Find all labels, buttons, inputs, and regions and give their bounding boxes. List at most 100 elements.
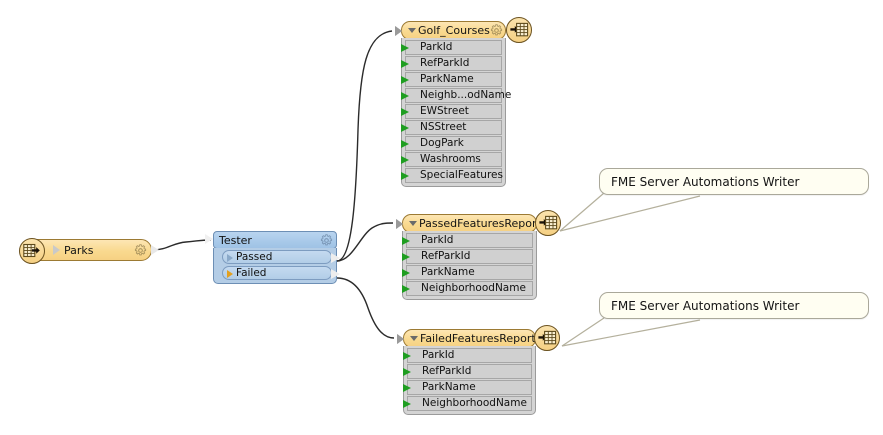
attribute-port-icon xyxy=(403,368,411,376)
attribute-port-icon xyxy=(401,76,409,84)
attribute-label: ParkName xyxy=(422,381,476,394)
writer-table-icon[interactable] xyxy=(506,17,532,43)
attribute-port-icon xyxy=(401,172,409,180)
attribute-label: NSStreet xyxy=(420,121,467,134)
attribute-row[interactable]: NeighborhoodName xyxy=(403,396,532,411)
input-arrow-icon xyxy=(397,334,404,344)
leader-line-annotation-failed-tip xyxy=(561,317,605,347)
feature-type-header[interactable]: Golf_Courses xyxy=(395,21,506,40)
attribute-port-icon xyxy=(402,237,410,245)
attribute-label: ParkName xyxy=(420,73,474,86)
annotation-callout-failed[interactable]: FME Server Automations Writer xyxy=(599,292,869,319)
attribute-port-icon xyxy=(401,92,409,100)
attribute-row[interactable]: ParkId xyxy=(402,233,533,248)
attribute-label: DogPark xyxy=(420,137,464,150)
leader-line-annotation-failed xyxy=(561,319,701,347)
feature-type-node-passed-features-report[interactable]: PassedFeaturesReport ParkId xyxy=(396,210,561,300)
attribute-row[interactable]: ParkId xyxy=(403,348,532,363)
attribute-port-icon xyxy=(401,108,409,116)
attribute-label: ParkId xyxy=(421,234,454,247)
attribute-row[interactable]: NeighborhoodName xyxy=(402,281,533,296)
reader-table-icon xyxy=(19,238,45,264)
transformer-input-arrow-icon xyxy=(205,234,213,244)
port-output-arrow-icon xyxy=(331,253,340,263)
attribute-row[interactable]: Washrooms xyxy=(401,152,502,167)
port-output-arrow-icon xyxy=(331,269,340,279)
attribute-label: NeighborhoodName xyxy=(422,397,527,410)
gear-icon[interactable] xyxy=(134,243,147,257)
attribute-label: SpecialFeatures xyxy=(420,169,503,182)
attribute-label: Washrooms xyxy=(420,153,481,166)
wire-passed-to-passed-report xyxy=(336,222,394,262)
transformer-ports: Passed Failed xyxy=(213,248,340,284)
port-triangle-icon xyxy=(227,270,233,278)
attribute-row[interactable]: RefParkId xyxy=(402,249,533,264)
transformer-port-label: Failed xyxy=(236,266,267,279)
transformer-port-failed[interactable]: Failed xyxy=(222,266,340,280)
annotation-callout-passed[interactable]: FME Server Automations Writer xyxy=(599,168,869,195)
transformer-label: Tester xyxy=(219,233,252,247)
attribute-row[interactable]: ParkName xyxy=(403,380,532,395)
attribute-port-icon xyxy=(403,384,411,392)
feature-type-node-golf-courses[interactable]: Golf_Courses ParkId xyxy=(395,17,532,187)
wire-passed-to-golf-courses xyxy=(336,30,393,262)
transformer-header[interactable]: Tester xyxy=(205,231,337,249)
feature-type-label: PassedFeaturesReport xyxy=(419,217,541,230)
attribute-label: EWStreet xyxy=(420,105,469,118)
attribute-label: RefParkId xyxy=(422,365,472,378)
writer-table-icon[interactable] xyxy=(534,325,560,351)
attribute-list: ParkId RefParkId ParkName NeighborhoodNa… xyxy=(403,346,536,415)
caret-down-icon[interactable] xyxy=(409,221,417,226)
attribute-port-icon xyxy=(401,44,409,52)
caret-down-icon[interactable] xyxy=(408,28,416,33)
attribute-port-icon xyxy=(401,156,409,164)
attribute-row[interactable]: Neighb...odName xyxy=(401,88,511,103)
leader-line-annotation-passed-tip xyxy=(559,192,605,232)
attribute-row[interactable]: SpecialFeatures xyxy=(401,168,503,183)
attribute-row[interactable]: ParkName xyxy=(402,265,533,280)
attribute-label: RefParkId xyxy=(420,57,470,70)
annotation-text: FME Server Automations Writer xyxy=(611,174,800,189)
transformer-port-passed[interactable]: Passed xyxy=(222,250,340,264)
leader-line-annotation-passed xyxy=(559,195,701,232)
attribute-list: ParkId RefParkId ParkName Neighb...odNam… xyxy=(401,38,511,187)
feature-type-node-failed-features-report[interactable]: FailedFeaturesReport ParkId xyxy=(397,325,560,415)
attribute-row[interactable]: RefParkId xyxy=(401,56,502,71)
caret-down-icon[interactable] xyxy=(410,336,418,341)
gear-icon[interactable] xyxy=(320,233,333,247)
attribute-row[interactable]: ParkId xyxy=(401,40,502,55)
attribute-port-icon xyxy=(402,285,410,293)
wire-parks-to-tester xyxy=(151,239,212,251)
reader-node-parks[interactable]: Parks xyxy=(19,238,159,264)
output-arrow-icon xyxy=(151,245,159,255)
attribute-row[interactable]: EWStreet xyxy=(401,104,502,119)
attribute-list: ParkId RefParkId ParkName NeighborhoodNa… xyxy=(402,231,537,300)
attribute-port-icon xyxy=(402,269,410,277)
attribute-label: ParkId xyxy=(422,349,455,362)
attribute-label: RefParkId xyxy=(421,250,471,263)
attribute-label: ParkName xyxy=(421,266,475,279)
attribute-row[interactable]: ParkName xyxy=(401,72,502,87)
attribute-label: ParkId xyxy=(420,41,453,54)
attribute-row[interactable]: NSStreet xyxy=(401,120,502,135)
transformer-port-label: Passed xyxy=(236,250,273,263)
attribute-port-icon xyxy=(401,140,409,148)
attribute-row[interactable]: RefParkId xyxy=(403,364,532,379)
attribute-row[interactable]: DogPark xyxy=(401,136,502,151)
annotation-text: FME Server Automations Writer xyxy=(611,298,800,313)
wire-failed-to-failed-report xyxy=(336,277,395,339)
port-triangle-icon xyxy=(227,254,233,262)
transformer-node-tester[interactable]: Tester Passed Failed xyxy=(205,231,340,284)
attribute-port-icon xyxy=(401,60,409,68)
gear-icon[interactable] xyxy=(490,24,503,37)
attribute-port-icon xyxy=(402,253,410,261)
attribute-port-icon xyxy=(403,400,411,408)
feature-type-label: Golf_Courses xyxy=(418,24,490,37)
input-arrow-icon xyxy=(396,219,403,229)
input-arrow-icon xyxy=(395,26,402,36)
feature-type-label: FailedFeaturesReport xyxy=(420,332,536,345)
reader-node-label: Parks xyxy=(64,243,94,257)
writer-table-icon[interactable] xyxy=(535,210,561,236)
attribute-label: Neighb...odName xyxy=(420,89,512,102)
